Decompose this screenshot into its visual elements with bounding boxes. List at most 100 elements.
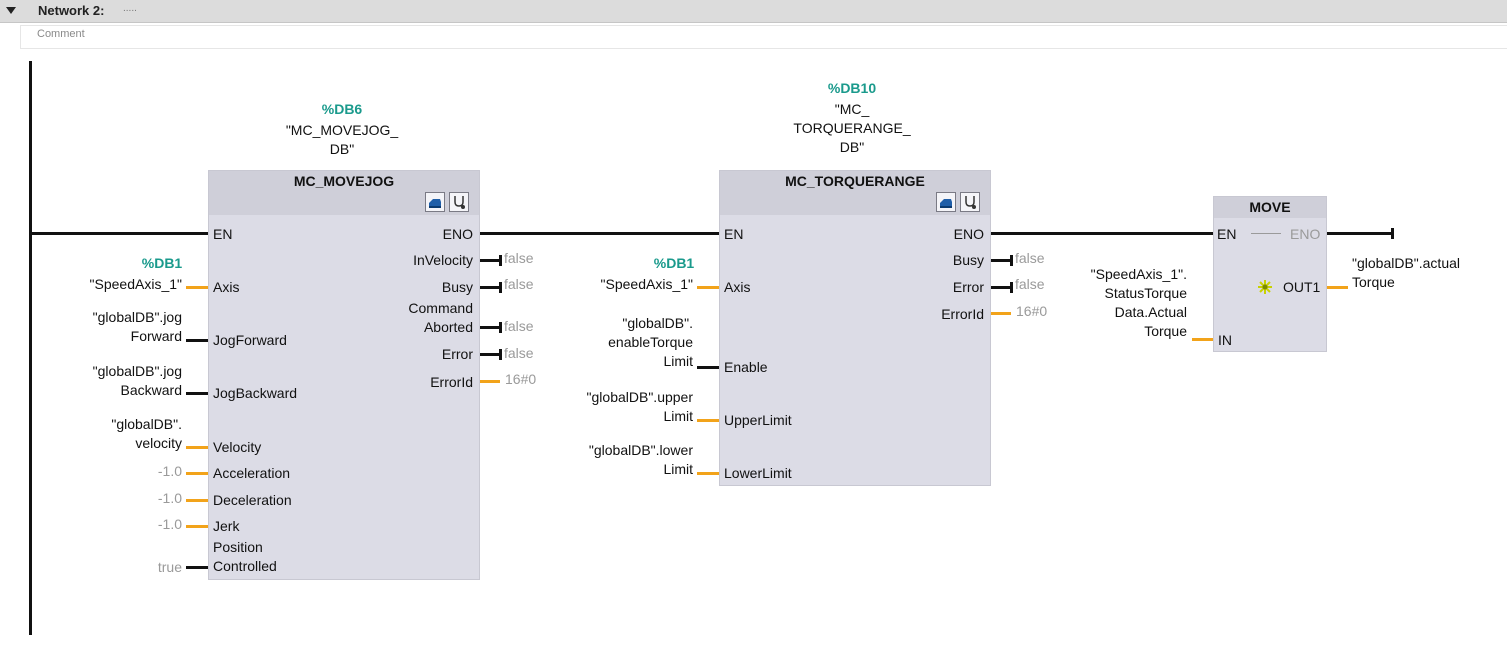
movejog-deceleration-wire [186,499,208,502]
power-rail [29,61,32,635]
movejog-in-poscontrolled-2: Controlled [213,558,277,574]
movejog-out-busy: Busy [441,279,473,295]
torque-out-errorid: ErrorId [941,306,984,322]
network-header[interactable] [0,0,1507,23]
movejog-errorid-wire [480,380,500,383]
torque-db-line2: TORQUERANGE_ [793,120,911,136]
movejog-busy-value: false [504,276,534,292]
torque-busy-value: false [1015,250,1045,266]
status-icon[interactable] [425,192,445,212]
torque-db-line1: "MC_ [834,101,870,117]
move-en: EN [1217,226,1237,242]
move-in-wire [1192,338,1213,341]
movejog-error-term [499,349,502,360]
movejog-db-line1: "MC_MOVEJOG_ [285,122,399,138]
movejog-in-jogforward: JogForward [213,332,287,348]
move-eno: ENO [1290,226,1321,242]
torque-errorid-value: 16#0 [1016,303,1048,319]
movejog-instance[interactable]: %DB6 [321,101,363,117]
movejog-jogforward-operand-1[interactable]: "globalDB".jog [92,309,182,325]
movejog-error-value: false [504,345,534,361]
torque-errorid-wire [991,312,1011,315]
status-star-icon [1257,279,1273,295]
movejog-out-errorid: ErrorId [430,374,473,390]
move-in-operand-2[interactable]: StatusTorque [1104,285,1188,301]
movejog-jogbackward-wire [186,392,208,395]
movejog-jogbackward-operand-2[interactable]: Backward [120,382,182,398]
wire-end [1391,228,1394,239]
movejog-in-deceleration: Deceleration [213,492,292,508]
torque-in-enable: Enable [724,359,768,375]
eno-wire-2 [991,232,1213,235]
torque-upper-wire [697,419,719,422]
comment-label: Comment [37,28,85,40]
torque-lower-operand-1[interactable]: "globalDB".lower [588,442,693,458]
torque-busy-term [1010,255,1013,266]
torque-error-value: false [1015,276,1045,292]
movejog-title: MC_MOVEJOG [293,173,395,189]
torque-axis-db[interactable]: %DB1 [653,255,695,271]
collapse-icon[interactable] [6,7,16,14]
torque-block[interactable] [719,170,991,486]
torque-db-line3: DB" [839,139,865,155]
move-out-operand-2[interactable]: Torque [1352,274,1395,290]
torque-eno: ENO [953,226,984,242]
torque-axis-operand[interactable]: "SpeedAxis_1" [600,276,693,292]
movejog-jerk-value[interactable]: -1.0 [157,516,182,532]
move-block-header [1214,197,1326,218]
movejog-acceleration-value[interactable]: -1.0 [157,463,182,479]
movejog-velocity-operand-1[interactable]: "globalDB". [111,416,182,432]
network-title-placeholder[interactable]: ..... [123,3,137,14]
movejog-axis-db[interactable]: %DB1 [141,255,183,271]
movejog-jogbackward-operand-1[interactable]: "globalDB".jog [92,363,182,379]
diagnostics-icon[interactable] [449,192,469,212]
movejog-cmd-wire [480,326,500,329]
torque-enable-operand-1[interactable]: "globalDB". [622,315,693,331]
status-icon[interactable] [936,192,956,212]
movejog-busy-wire [480,286,500,289]
move-internal-wire [1251,233,1281,234]
move-block[interactable] [1213,196,1327,352]
move-in-operand-3[interactable]: Data.Actual [1114,304,1187,320]
network-title: Network 2: [38,3,105,18]
movejog-deceleration-value[interactable]: -1.0 [157,490,182,506]
movejog-out-cmd-1: Command [408,300,473,316]
torque-instance[interactable]: %DB10 [827,80,877,96]
torque-en: EN [724,226,744,242]
torque-out-error: Error [952,279,984,295]
torque-enable-operand-3[interactable]: Limit [663,353,693,369]
torque-upper-operand-2[interactable]: Limit [663,408,693,424]
move-in-operand-4[interactable]: Torque [1144,323,1187,339]
move-out1-wire [1327,286,1348,289]
movejog-velocity-operand-2[interactable]: velocity [135,435,182,451]
torque-error-wire [991,286,1011,289]
torque-in-upperlimit: UpperLimit [724,412,792,428]
torque-out-busy: Busy [952,252,984,268]
movejog-poscontrolled-value[interactable]: true [157,559,182,575]
movejog-invelocity-value: false [504,250,534,266]
movejog-block[interactable] [208,170,480,580]
movejog-errorid-value: 16#0 [505,371,537,387]
movejog-out-error: Error [441,346,473,362]
movejog-axis-operand[interactable]: "SpeedAxis_1" [89,276,182,292]
torque-in-lowerlimit: LowerLimit [724,465,792,481]
torque-upper-operand-1[interactable]: "globalDB".upper [586,389,693,405]
movejog-cmd-value: false [504,318,534,334]
move-out1: OUT1 [1283,279,1321,295]
move-out-operand-1[interactable]: "globalDB".actual [1352,255,1461,271]
movejog-in-jerk: Jerk [213,518,240,534]
torque-lower-operand-2[interactable]: Limit [663,461,693,477]
movejog-db-line2: DB" [329,141,355,157]
movejog-cmd-term [499,322,502,333]
torque-title: MC_TORQUERANGE [785,173,925,189]
movejog-jogforward-operand-2[interactable]: Forward [130,328,182,344]
movejog-acceleration-wire [186,472,208,475]
movejog-axis-wire [186,286,208,289]
movejog-en: EN [213,226,233,242]
diagnostics-icon[interactable] [960,192,980,212]
torque-axis-wire [697,286,719,289]
move-in-operand-1[interactable]: "SpeedAxis_1". [1090,266,1187,282]
torque-enable-operand-2[interactable]: enableTorque [608,334,693,350]
comment-field[interactable] [20,25,1507,49]
movejog-in-jogbackward: JogBackward [213,385,298,401]
